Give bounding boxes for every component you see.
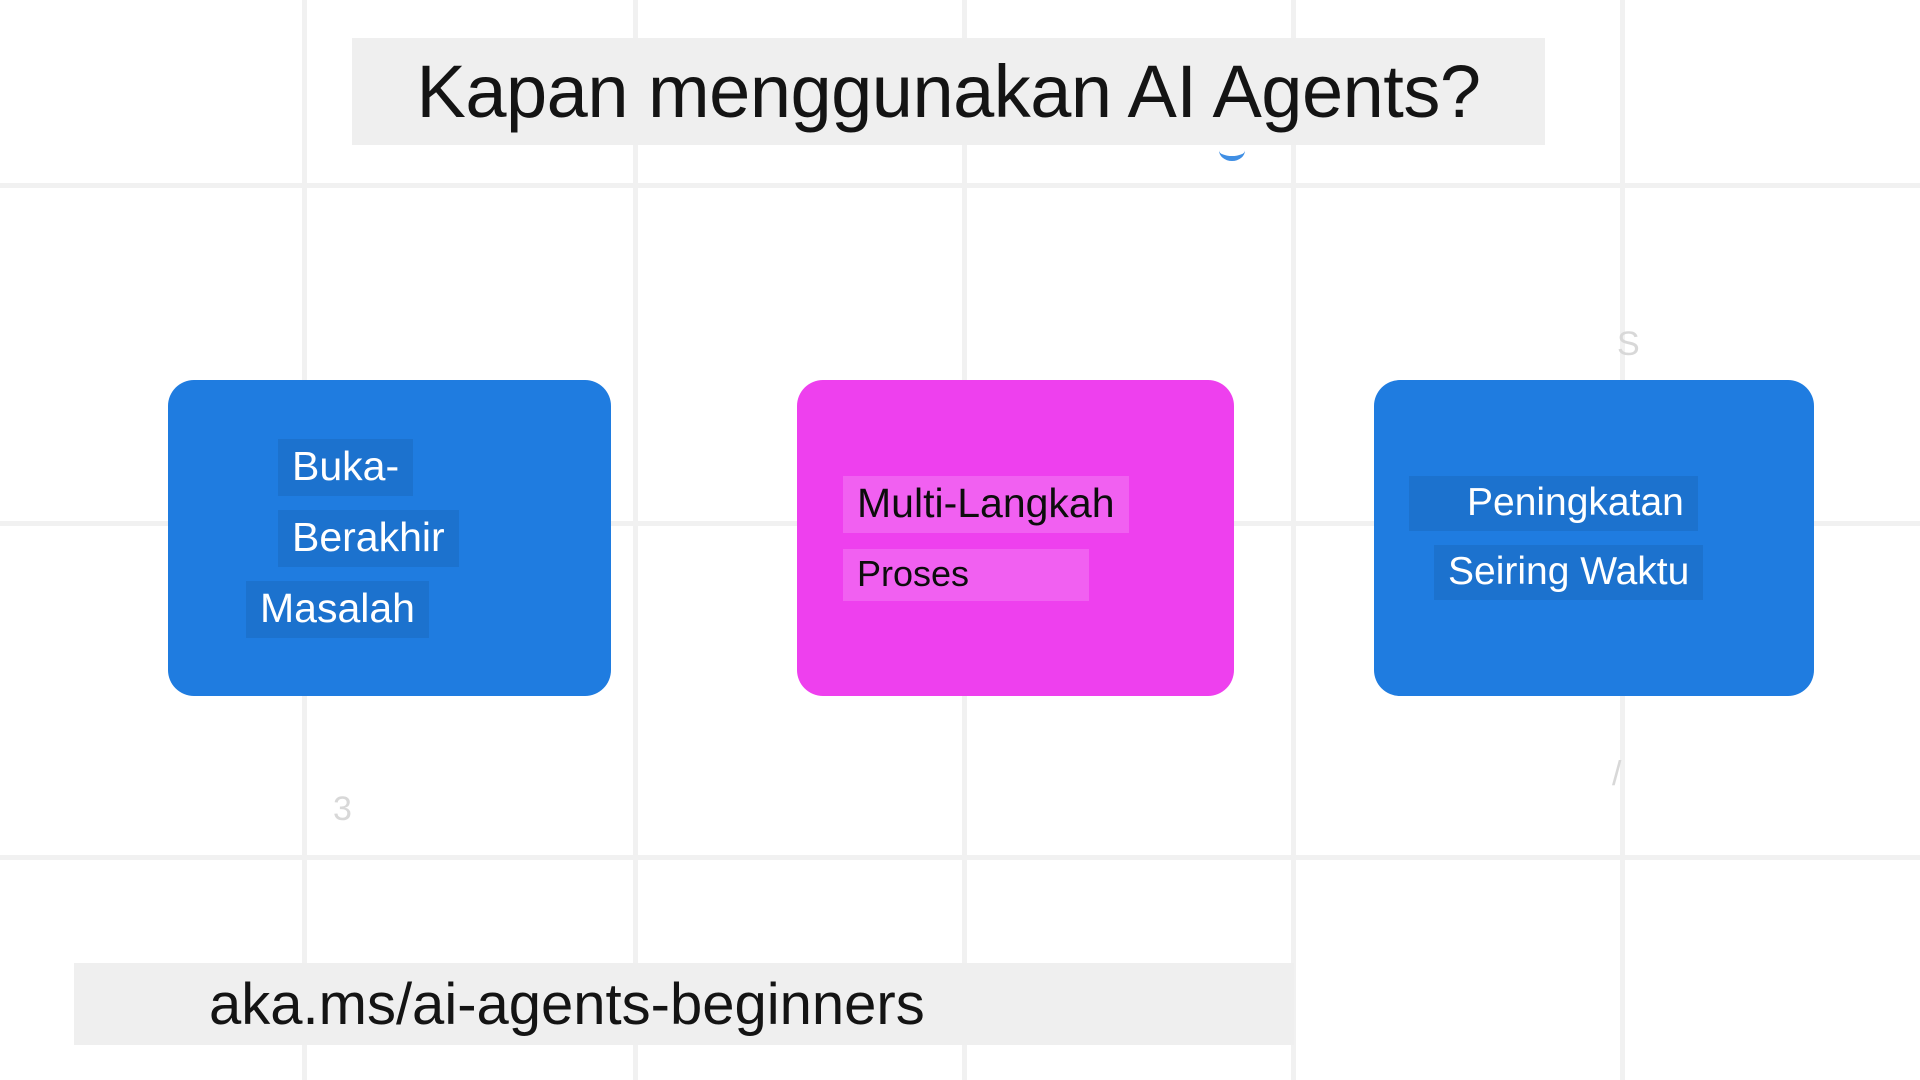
card-text-stack: Peningkatan Seiring Waktu bbox=[1374, 380, 1814, 696]
card-line-text: Seiring Waktu bbox=[1434, 545, 1704, 600]
page-title: Kapan menggunakan AI Agents? bbox=[416, 50, 1482, 133]
card-open-ended-problems[interactable]: Buka- Berakhir Masalah bbox=[168, 380, 611, 696]
card-line-text: Proses bbox=[843, 548, 1090, 601]
card-line: Peningkatan bbox=[1374, 476, 1814, 531]
card-multi-step-process[interactable]: Multi-Langkah Proses bbox=[797, 380, 1234, 696]
card-line: Berakhir bbox=[168, 509, 611, 567]
decorative-arc-icon bbox=[1219, 140, 1245, 161]
card-line: Buka- bbox=[168, 438, 611, 496]
footer-highlight-band bbox=[74, 963, 1294, 1045]
stray-mark: S bbox=[1617, 325, 1640, 363]
grid-line-vertical bbox=[633, 0, 638, 1080]
card-line-text: Peningkatan bbox=[1409, 476, 1698, 531]
card-line-text: Berakhir bbox=[278, 509, 459, 567]
card-improvement-over-time[interactable]: Peningkatan Seiring Waktu bbox=[1374, 380, 1814, 696]
card-line-text: Masalah bbox=[246, 580, 429, 638]
grid-line-vertical bbox=[1291, 0, 1296, 1080]
card-line-text: Multi-Langkah bbox=[843, 475, 1129, 533]
footer-url[interactable]: aka.ms/ai-agents-beginners bbox=[209, 971, 925, 1037]
card-line: Seiring Waktu bbox=[1374, 545, 1814, 600]
stray-mark: 3 bbox=[333, 790, 352, 828]
card-line-text: Buka- bbox=[278, 438, 414, 496]
stray-mark: / bbox=[1612, 755, 1622, 793]
title-highlight-band bbox=[352, 38, 1545, 145]
card-text-stack: Multi-Langkah Proses bbox=[797, 380, 1234, 696]
card-text-stack: Buka- Berakhir Masalah bbox=[168, 380, 611, 696]
card-line: Proses bbox=[797, 548, 1234, 601]
grid-line-horizontal bbox=[0, 855, 1920, 860]
grid-line-horizontal bbox=[0, 183, 1920, 188]
card-line: Multi-Langkah bbox=[797, 475, 1234, 533]
card-line: Masalah bbox=[168, 580, 611, 638]
